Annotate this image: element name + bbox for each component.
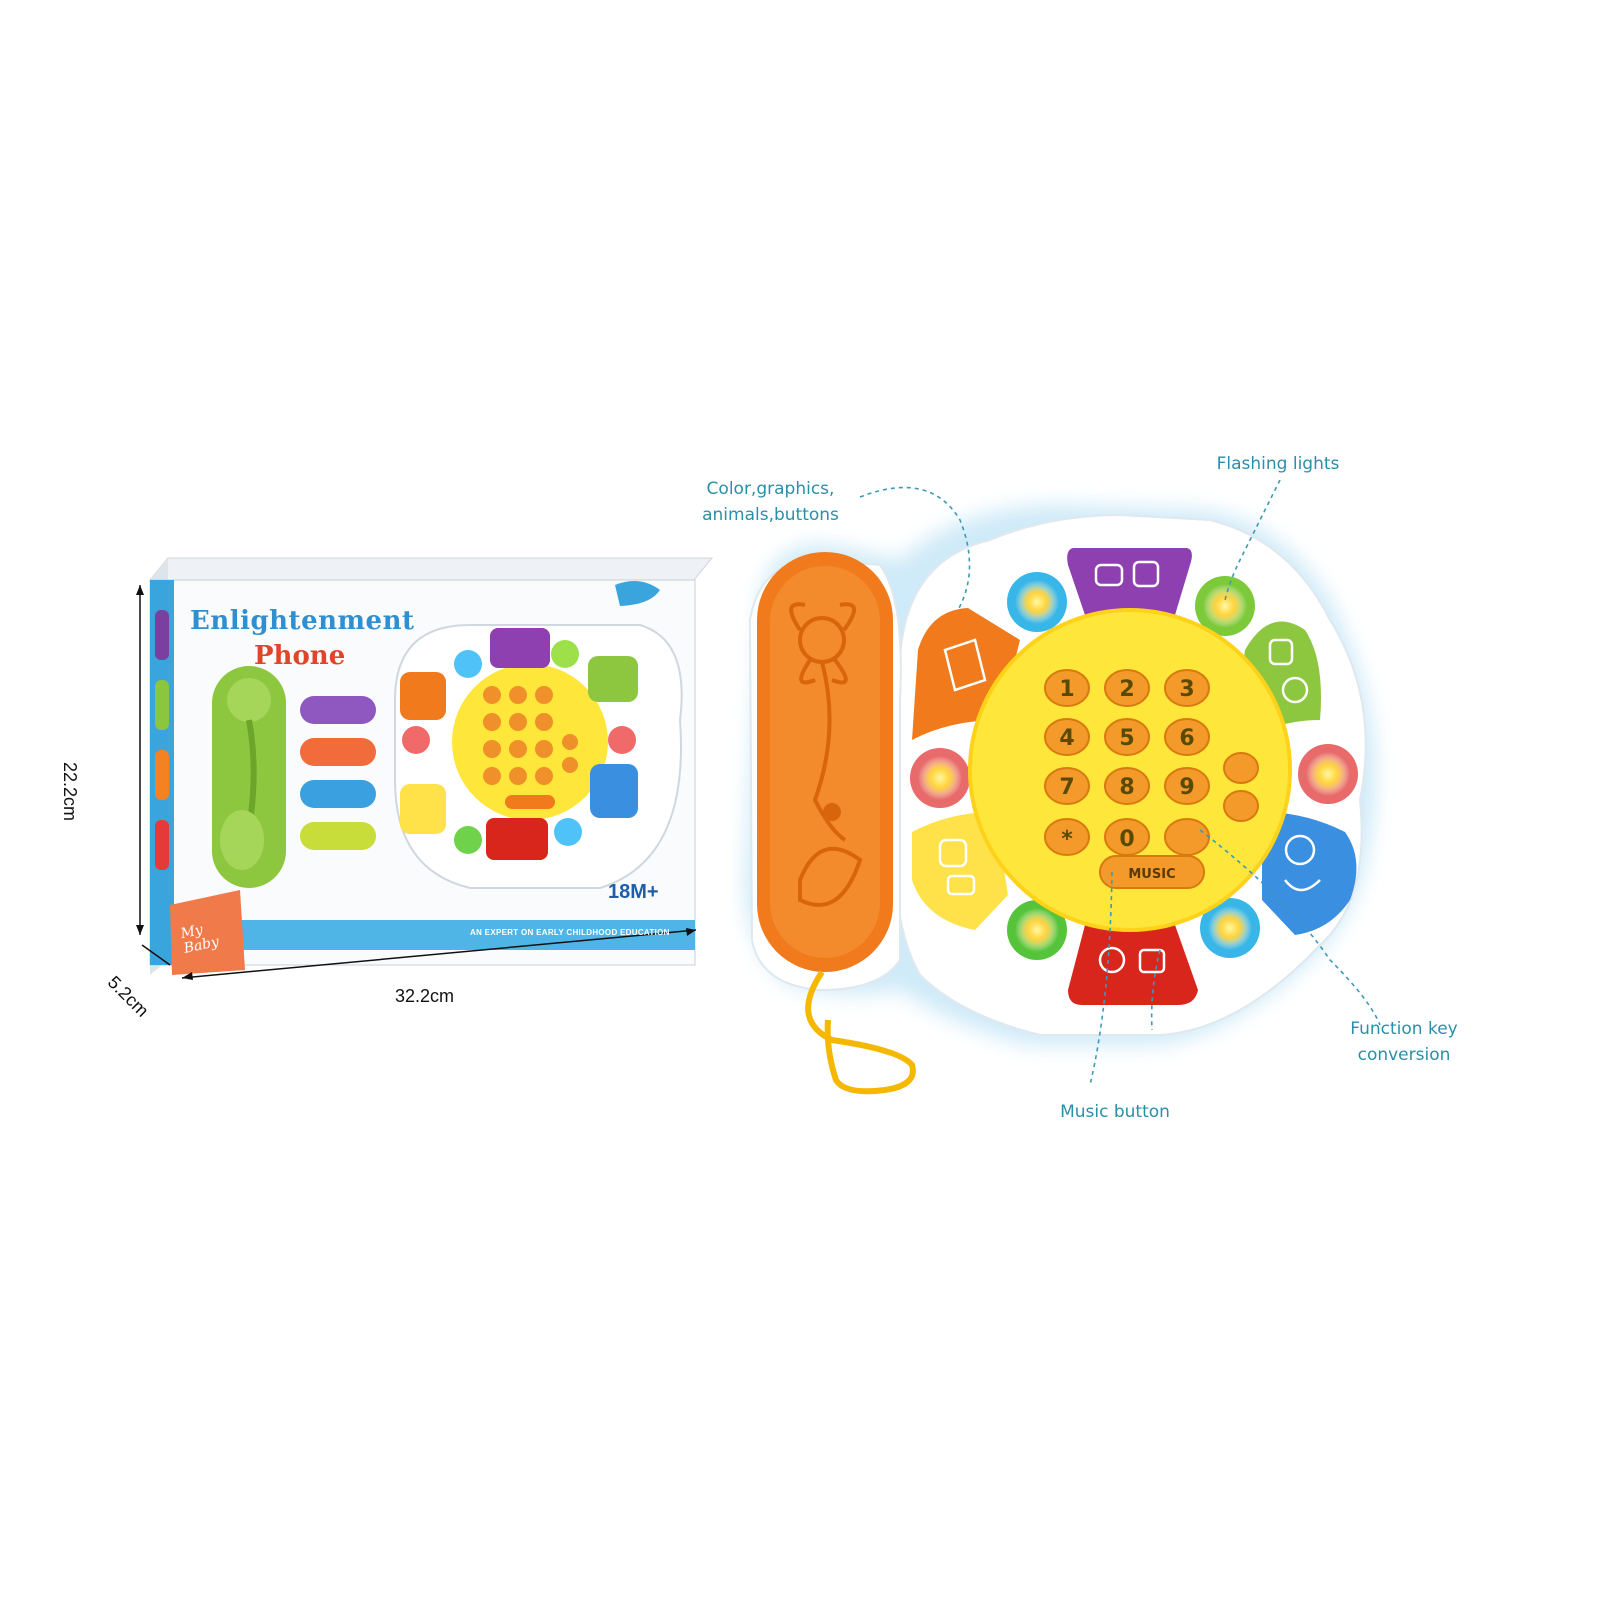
box-title-line2: Phone — [254, 641, 346, 671]
age-badge: 18M+ — [608, 881, 659, 903]
callout-color-graphics: Color,graphics, animals,buttons — [678, 476, 863, 528]
key-star: * — [1061, 827, 1073, 852]
key-3: 3 — [1179, 677, 1194, 702]
music-key-label: MUSIC — [1128, 867, 1175, 882]
toy-phone-illustration: 1 2 3 4 5 6 7 8 9 * 0 MUSIC — [745, 480, 1381, 1095]
callout-color-line1: Color,graphics, — [706, 479, 835, 499]
dimension-height: 22.2cm — [60, 762, 80, 822]
callout-function-key: Function key conversion — [1330, 1016, 1478, 1068]
key-7: 7 — [1059, 775, 1074, 800]
key-2: 2 — [1119, 677, 1134, 702]
callout-color-line2: animals,buttons — [702, 505, 839, 525]
key-1: 1 — [1059, 677, 1074, 702]
callout-function-line2: conversion — [1357, 1045, 1451, 1065]
box-title-line1: Enlightenment — [190, 606, 415, 636]
key-8: 8 — [1119, 775, 1134, 800]
callout-flashing-lights: Flashing lights — [1216, 454, 1340, 474]
dimension-width: 32.2cm — [395, 986, 455, 1006]
key-9: 9 — [1179, 775, 1194, 800]
box-illustration — [136, 557, 714, 980]
key-5: 5 — [1119, 726, 1134, 751]
key-6: 6 — [1179, 726, 1194, 751]
key-4: 4 — [1059, 726, 1074, 751]
key-0: 0 — [1119, 827, 1134, 852]
box-tagline: AN EXPERT ON EARLY CHILDHOOD EDUCATION — [470, 928, 670, 937]
callout-function-line1: Function key — [1350, 1019, 1458, 1039]
callout-music-button: Music button — [1060, 1102, 1170, 1122]
